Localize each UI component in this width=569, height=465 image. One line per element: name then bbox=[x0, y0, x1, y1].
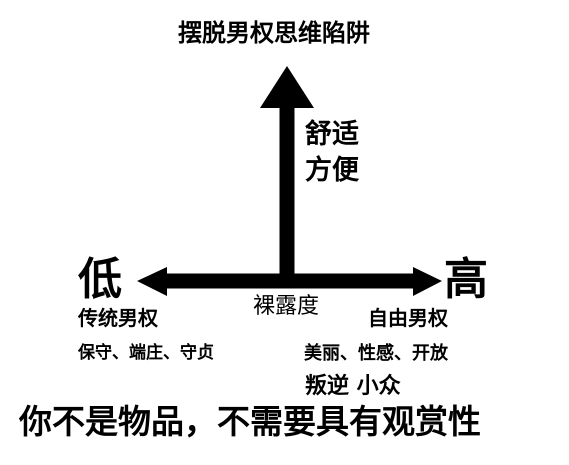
comfort-label: 舒适 方便 bbox=[305, 117, 385, 189]
comfort-line-2: 方便 bbox=[305, 155, 359, 186]
high-label: 高 bbox=[444, 254, 488, 305]
center-label: 裸露度 bbox=[253, 294, 320, 319]
right-arrow-icon bbox=[413, 267, 442, 296]
low-label: 低 bbox=[78, 254, 122, 305]
top-title: 摆脱男权思维陷阱 bbox=[178, 19, 370, 47]
freedom-description: 美丽、性感、开放 bbox=[304, 343, 448, 364]
left-arrow-icon bbox=[137, 267, 167, 296]
rebellion-label: 叛逆 小众 bbox=[305, 374, 401, 399]
bottom-message: 你不是物品，不需要具有观赏性 bbox=[19, 402, 481, 441]
comfort-line-1: 舒适 bbox=[305, 119, 359, 150]
traditional-label: 传统男权 bbox=[78, 306, 158, 330]
up-arrow-icon bbox=[260, 66, 314, 108]
freedom-label: 自由男权 bbox=[368, 306, 448, 330]
traditional-description: 保守、端庄、守贞 bbox=[78, 343, 214, 363]
